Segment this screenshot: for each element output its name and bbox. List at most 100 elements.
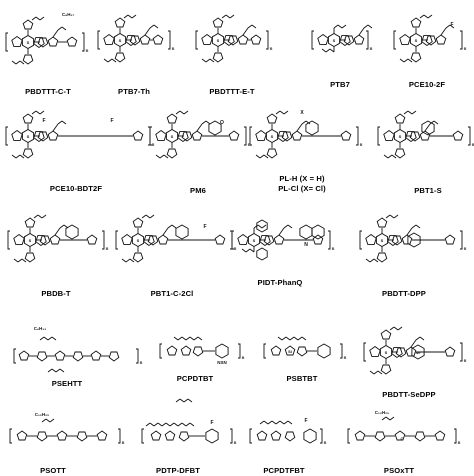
repeat-unit-n: n bbox=[464, 358, 467, 363]
alkyl-chain-bond bbox=[281, 336, 287, 341]
thiophene-ring bbox=[132, 130, 144, 141]
oxygen-label: O bbox=[220, 120, 224, 126]
alkyl-chain-bond bbox=[185, 336, 191, 341]
thiophene-ring bbox=[24, 217, 36, 228]
alkyl-chain-bond bbox=[391, 154, 397, 159]
sulfur-atom-label: S bbox=[119, 38, 122, 43]
alkyl-chain-bond bbox=[59, 368, 65, 373]
alkyl-chain-bond bbox=[329, 48, 335, 53]
alkyl-chain-bond bbox=[279, 110, 285, 115]
thiadiazole-label: NSN bbox=[217, 360, 227, 365]
thiophene-ring bbox=[399, 33, 411, 45]
thiophene-ring bbox=[22, 113, 34, 124]
alkyl-chain-bond bbox=[411, 224, 417, 229]
polymer-bracket-right bbox=[82, 32, 85, 52]
sulfur-atom-label: S bbox=[27, 134, 30, 139]
thiophene-ring bbox=[394, 113, 406, 124]
alkyl-chain-bond bbox=[449, 24, 455, 29]
alkyl-chain-bond bbox=[283, 110, 289, 115]
alkyl-chain-bond bbox=[407, 58, 413, 63]
alkyl-chain-bond bbox=[173, 422, 179, 427]
polymer-bracket-left bbox=[359, 230, 362, 250]
repeat-unit-n: n bbox=[122, 440, 125, 445]
sulfur-atom-label: S bbox=[415, 38, 418, 43]
label-psbtbt: PSBTBT bbox=[286, 374, 318, 383]
repeat-unit-n: n bbox=[360, 142, 363, 147]
thiophene-ring bbox=[49, 234, 61, 245]
bond bbox=[52, 123, 59, 132]
alkyl-chain-bond bbox=[153, 422, 159, 427]
thiophene-ring bbox=[37, 131, 49, 142]
alkyl-chain-bond bbox=[39, 336, 45, 341]
thiophene-ring bbox=[121, 233, 133, 245]
alkyl-chain-bond bbox=[403, 58, 409, 63]
selenium-label: Se bbox=[416, 350, 422, 355]
alkyl-chain-bond bbox=[423, 14, 429, 19]
alkyl-chain-bond bbox=[301, 336, 307, 341]
thiophene-ring bbox=[266, 148, 278, 159]
alkyl-chain-bond bbox=[383, 154, 389, 159]
polymer-bracket-right bbox=[328, 230, 331, 250]
alkyl-chain-bond bbox=[403, 110, 409, 115]
fluorine-label: F bbox=[110, 118, 113, 124]
alkyl-chain-bond bbox=[31, 110, 37, 115]
alkyl-chain-bond bbox=[275, 420, 281, 425]
thiophene-ring bbox=[152, 34, 164, 45]
alkyl-chain-bond bbox=[369, 258, 375, 263]
repeat-unit-n: n bbox=[248, 142, 251, 147]
alkyl-chain-bond bbox=[385, 416, 391, 421]
repeat-unit-n: n bbox=[270, 46, 273, 51]
polymer-bracket-left bbox=[263, 343, 266, 359]
alkyl-chain-bond bbox=[221, 14, 227, 19]
benzene-ring bbox=[303, 428, 317, 444]
bond bbox=[278, 227, 285, 236]
alkyl-chain-bond bbox=[161, 422, 167, 427]
repeat-unit-n: n bbox=[324, 440, 327, 445]
chlorine-fluoro-label: F bbox=[203, 224, 206, 230]
alkyl-chain-bond bbox=[11, 154, 17, 159]
thiophene-ring bbox=[192, 346, 204, 357]
thiophene-ring bbox=[47, 130, 59, 141]
alkyl-chain-bond bbox=[183, 110, 189, 115]
thiophene-ring bbox=[383, 129, 395, 141]
thiophene-ring bbox=[256, 430, 268, 441]
alkyl-chain-bond bbox=[283, 224, 289, 229]
alkyl-chain-bond bbox=[301, 120, 307, 125]
label-pbt1-c-2cl: PBT1-C-2Cl bbox=[150, 289, 194, 298]
benzene-ring bbox=[299, 224, 313, 240]
alkyl-chain-bond bbox=[263, 154, 269, 159]
alkyl-chain-bond bbox=[141, 214, 147, 219]
alkyl-chain-bond bbox=[41, 418, 47, 423]
polymer-bracket-right bbox=[460, 342, 463, 362]
repeat-unit-n: n bbox=[344, 355, 347, 360]
label-pce10-bdt2f: PCE10-BDT2F bbox=[49, 184, 103, 193]
alkyl-chain-bond bbox=[187, 398, 193, 403]
alkyl-chain-bond bbox=[287, 420, 293, 425]
thiophene-ring bbox=[380, 329, 392, 340]
bond bbox=[296, 123, 303, 132]
thiophene-ring bbox=[228, 130, 240, 141]
alkyl-chain-bond bbox=[183, 398, 189, 403]
alkyl-chain-bond bbox=[49, 418, 55, 423]
benzene-ring bbox=[175, 224, 189, 240]
alkyl-chain-bond bbox=[131, 14, 137, 19]
benzene-ring bbox=[205, 428, 219, 444]
alkyl-chain-bond bbox=[103, 58, 109, 63]
polymer-bracket-left bbox=[9, 428, 12, 444]
alkyl-chain-bond bbox=[389, 416, 395, 421]
bond bbox=[52, 29, 59, 38]
label-pbdttt-c-t: PBDTTT-C-T bbox=[25, 87, 71, 96]
thiophene-ring bbox=[16, 430, 28, 441]
thiophene-ring bbox=[139, 34, 151, 45]
alkyl-chain-bond bbox=[325, 48, 331, 53]
thiophene-ring bbox=[143, 235, 155, 247]
thiophene-ring bbox=[444, 234, 456, 245]
thiophene-ring bbox=[36, 431, 48, 442]
label-pcpdtbt: PCPDTBT bbox=[176, 374, 214, 383]
thiophene-ring bbox=[96, 430, 108, 441]
alkyl-chain-bond bbox=[167, 224, 173, 229]
alkyl-chain-bond bbox=[159, 154, 165, 159]
thiophene-ring bbox=[237, 233, 249, 245]
alkyl-chain-bond bbox=[169, 422, 175, 427]
oxygen-label: O bbox=[400, 436, 403, 441]
